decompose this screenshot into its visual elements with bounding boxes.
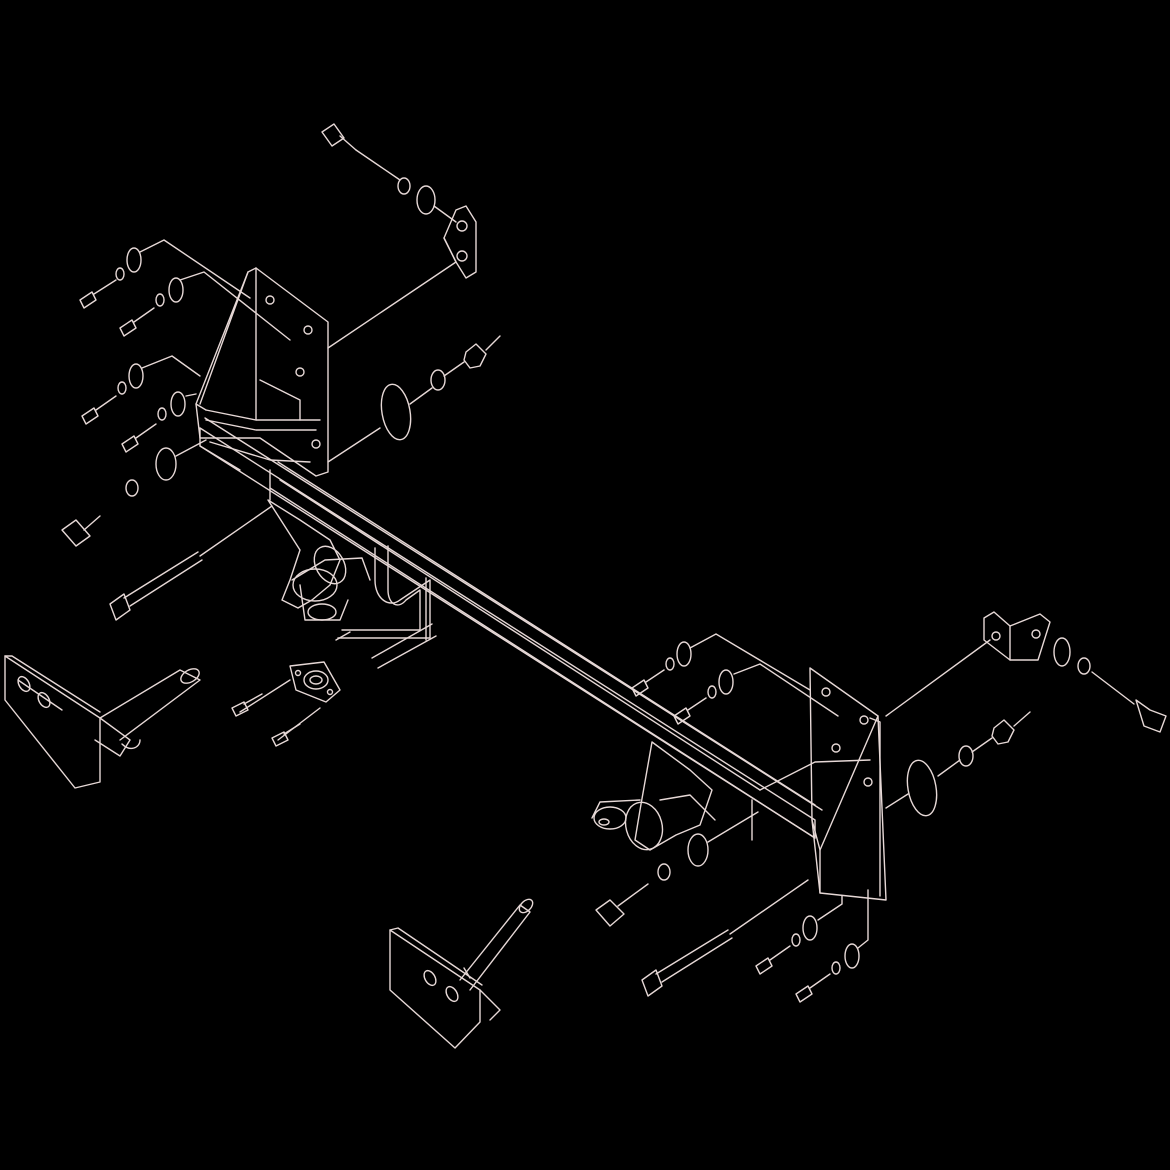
right-bumper-bracket: [390, 897, 535, 1048]
bolt: [272, 732, 288, 746]
lock-washer: [398, 178, 410, 194]
cable-gland-plate: [232, 662, 340, 746]
washer: [417, 186, 435, 214]
upper-clamp-bracket: [444, 206, 476, 278]
bolt: [322, 124, 344, 146]
left-mount-bracket: [196, 268, 328, 476]
u-bolt: [336, 546, 436, 668]
main-crossbar: [200, 418, 822, 840]
mounting-hardware: [62, 124, 1166, 1002]
left-bumper-bracket: [5, 656, 202, 788]
right-tow-tab: [592, 742, 715, 854]
right-mount-bracket: [760, 668, 886, 900]
right-clamp-bracket: [984, 612, 1050, 660]
left-tow-tab: [268, 500, 370, 620]
bolt: [232, 702, 248, 716]
